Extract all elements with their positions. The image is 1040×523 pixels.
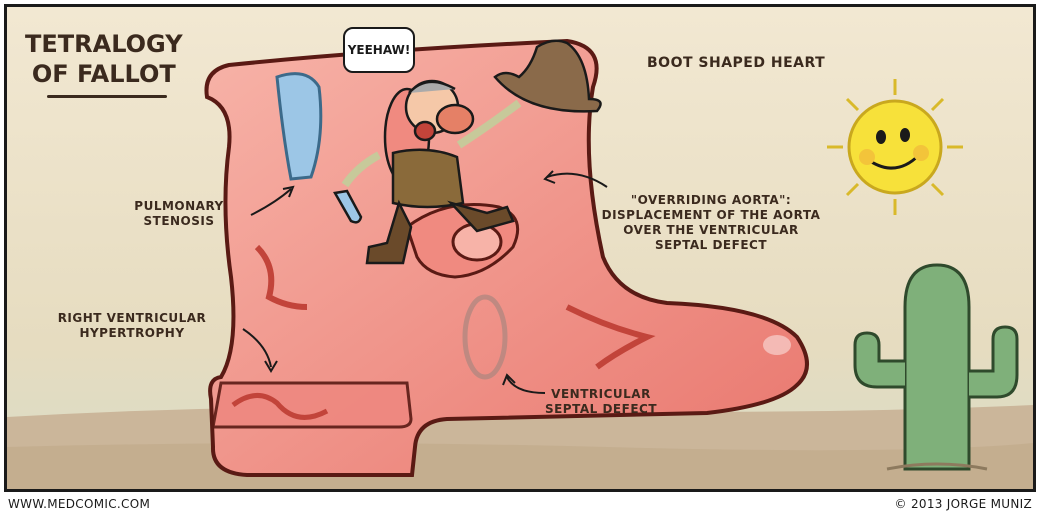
overriding-aorta-label: "OVERRIDING AORTA": DISPLACEMENT OF THE … xyxy=(601,193,821,252)
ventricular-septal-defect-label: VENTRICULAR SEPTAL DEFECT xyxy=(544,387,658,416)
footer-website: WWW.MEDCOMIC.COM xyxy=(8,497,151,511)
boot-shaped-heart-label: BOOT SHAPED HEART xyxy=(647,55,826,71)
cowboy-character xyxy=(333,79,522,265)
cactus-icon xyxy=(853,263,1019,471)
right-ventricular-hypertrophy-label: RIGHT VENTRICULAR HYPERTROPHY xyxy=(57,311,207,340)
annotation-arrows xyxy=(242,170,608,394)
boot-heart xyxy=(204,38,809,477)
speech-bubble: YEEHAW! xyxy=(343,27,415,73)
title-underline xyxy=(47,95,167,98)
comic-illustration xyxy=(7,7,1033,489)
pulmonary-stenosis-label: PULMONARY STENOSIS xyxy=(134,199,224,228)
cowboy-hat-icon xyxy=(493,39,602,113)
comic-title: TETRALOGY OF FALLOT xyxy=(25,30,183,88)
comic-panel: TETRALOGY OF FALLOT YEEHAW! BOOT SHAPED … xyxy=(4,4,1036,492)
footer-copyright: © 2013 JORGE MUNIZ xyxy=(894,497,1032,511)
sun-icon xyxy=(827,79,963,215)
